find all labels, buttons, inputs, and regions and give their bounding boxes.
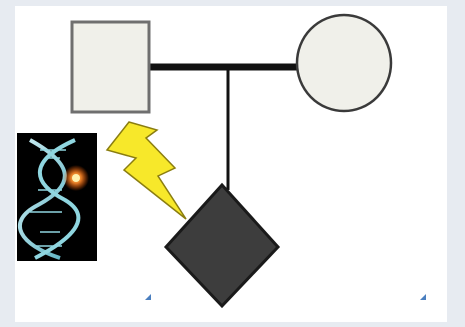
corner-mark-left	[145, 294, 151, 300]
child-diamond-symbol	[163, 182, 281, 309]
lightning-bolt-icon	[105, 121, 187, 220]
father-square-symbol	[70, 20, 151, 114]
corner-mark-right	[420, 294, 426, 300]
mother-circle-symbol	[295, 13, 393, 113]
dna-helix-icon	[17, 133, 97, 261]
